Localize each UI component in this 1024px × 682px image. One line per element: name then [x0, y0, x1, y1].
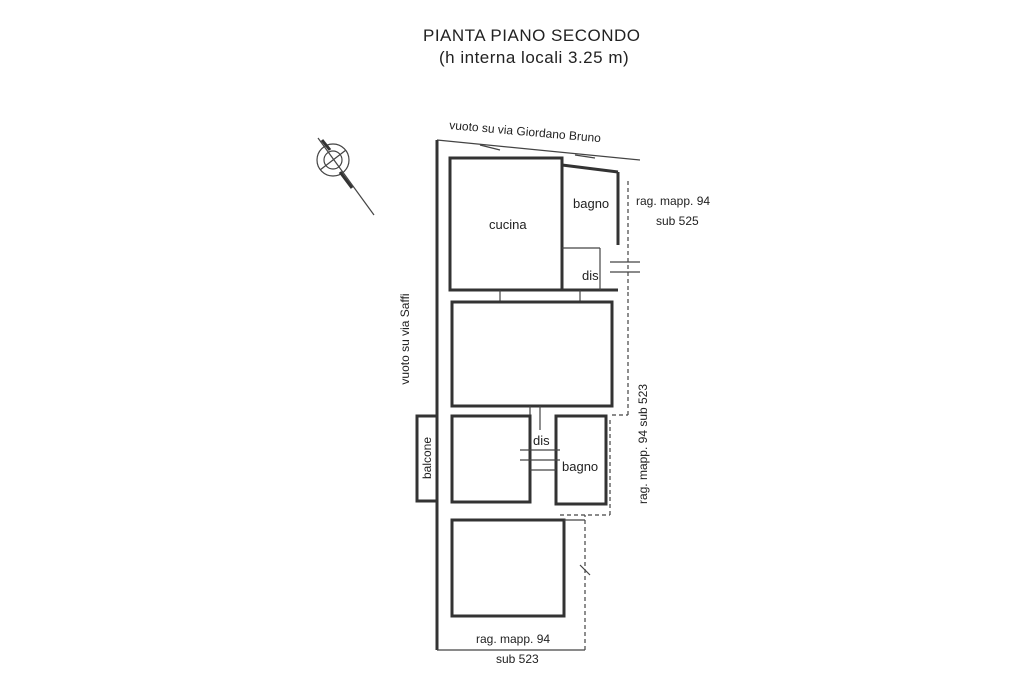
balcony	[415, 414, 439, 503]
middle-block-walls	[450, 300, 614, 430]
label-bottom-neighbor-2: sub 523	[496, 652, 539, 666]
label-left-street: vuoto su via Saffi	[398, 293, 412, 385]
plan-subtitle: (h interna locali 3.25 m)	[439, 48, 630, 67]
compass-north-icon	[316, 137, 375, 216]
label-top-right-neighbor-2: sub 525	[656, 214, 699, 228]
label-right-neighbor: rag. mapp. 94 sub 523	[636, 383, 650, 505]
label-top-right-neighbor-1: rag. mapp. 94	[636, 194, 711, 208]
room-label-dis-mid: dis	[533, 433, 550, 448]
room-label-bagno-mid: bagno	[562, 459, 599, 474]
room-label-bagno-top: bagno	[573, 196, 610, 211]
plan-title: PIANTA PIANO SECONDO	[423, 26, 641, 45]
bottom-block-walls	[450, 518, 591, 618]
top-block-walls	[448, 144, 640, 302]
lower-block-walls	[450, 414, 608, 506]
label-bottom-neighbor-1: rag. mapp. 94	[476, 632, 551, 646]
property-boundary	[435, 139, 641, 651]
room-label-cucina: cucina	[489, 217, 527, 232]
room-label-dis-top: dis	[582, 268, 599, 283]
room-label-balcone: balcone	[420, 436, 434, 480]
